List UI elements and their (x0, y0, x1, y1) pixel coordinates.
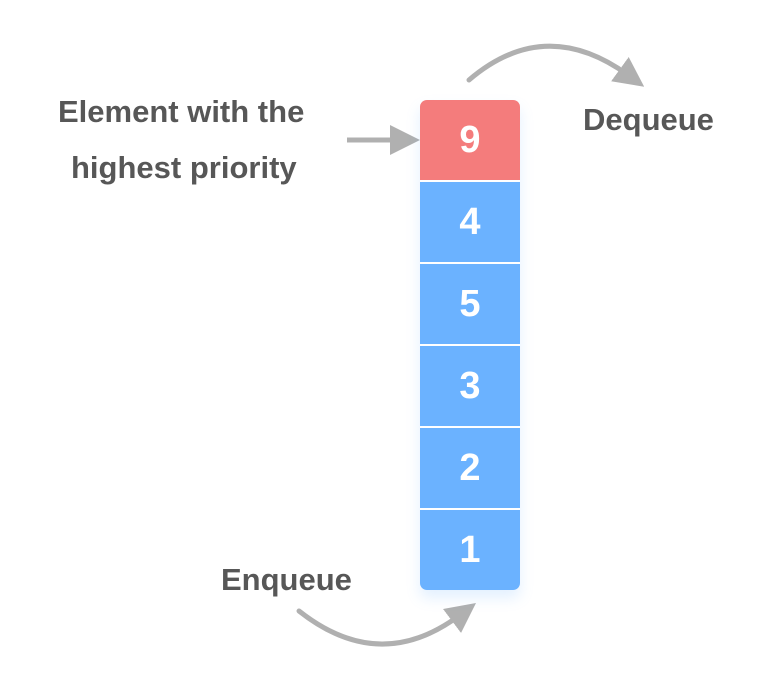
dequeue-label: Dequeue (583, 102, 714, 137)
queue-cell: 4 (420, 180, 520, 262)
highest-priority-label-line1: Element with the (58, 94, 305, 129)
queue-cell: 3 (420, 344, 520, 426)
enqueue-label: Enqueue (221, 562, 352, 597)
queue-cell-highest-priority: 9 (420, 100, 520, 180)
queue-cell: 5 (420, 262, 520, 344)
queue-cell: 1 (420, 508, 520, 590)
queue-cell: 2 (420, 426, 520, 508)
highest-priority-label-line2: highest priority (71, 150, 297, 185)
enqueue-arrow (296, 603, 477, 647)
dequeue-arrow (466, 43, 645, 87)
